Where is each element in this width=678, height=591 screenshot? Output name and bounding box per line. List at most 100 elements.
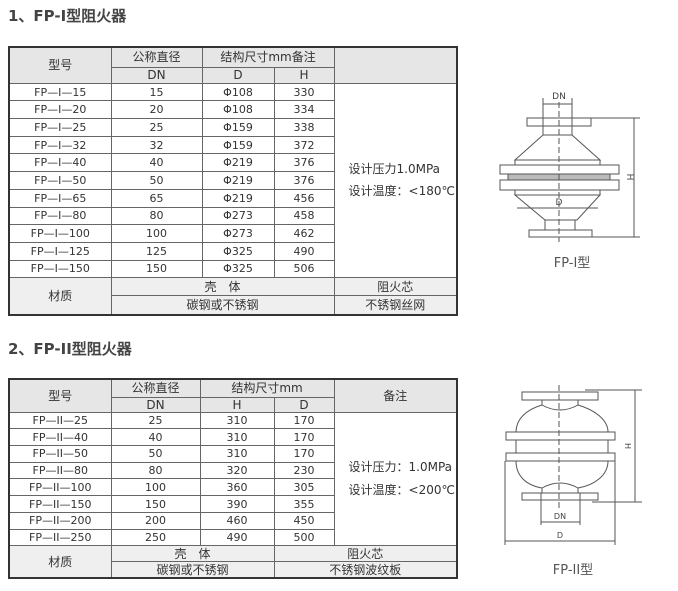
- cell-dn: 150: [110, 259, 203, 279]
- header-blank: [333, 46, 458, 84]
- cell-dim2: 334: [273, 100, 335, 120]
- lower-shell: [515, 460, 609, 493]
- lower-cone: [513, 194, 602, 221]
- fp-i-diagram: DN D H FP-I型: [499, 92, 640, 270]
- cell-dn: 200: [110, 511, 201, 530]
- cell-model: FP—II—200: [8, 511, 112, 530]
- cell-dim1: 390: [199, 495, 275, 513]
- cell-dim1: Φ159: [201, 118, 275, 137]
- cell-dn: 32: [110, 135, 203, 155]
- cell-model: FP—I—40: [8, 153, 112, 173]
- cell-dim1: Φ219: [201, 171, 275, 190]
- cell-model: FP—I—25: [8, 118, 112, 137]
- cell-dn: 80: [110, 461, 201, 480]
- header-dims: 结构尺寸mm备注: [201, 46, 335, 68]
- fp-ii-caption: FP-II型: [553, 563, 593, 578]
- cell-dim1: 310: [199, 411, 275, 430]
- cell-dim1: Φ273: [201, 206, 275, 226]
- cell-dn: 25: [110, 118, 203, 137]
- cell-dn: 50: [110, 445, 201, 463]
- header-dn-top: 公称直径: [110, 378, 201, 398]
- material-label: 材质: [8, 277, 112, 316]
- cell-dim2: 305: [273, 478, 335, 497]
- cell-dn: 80: [110, 206, 203, 226]
- cell-dn: 20: [110, 100, 203, 120]
- cell-dn: 125: [110, 241, 203, 261]
- cell-dim2: 456: [273, 188, 335, 208]
- design-temperature: 设计温度：<200℃: [348, 482, 455, 497]
- cell-dim2: 376: [273, 171, 335, 190]
- cell-model: FP—I—150: [8, 259, 112, 279]
- cell-dim1: 360: [199, 478, 275, 497]
- cell-model: FP—II—100: [8, 478, 112, 497]
- material-core-value: 不锈钢波纹板: [273, 561, 458, 579]
- section1-title: 1、FP-I型阻火器: [8, 7, 127, 25]
- header-dims: 结构尺寸mm: [199, 378, 335, 398]
- cell-dim1: 310: [199, 445, 275, 463]
- cell-dim2: 372: [273, 135, 335, 155]
- top-flange: [521, 391, 599, 401]
- cell-model: FP—I—80: [8, 206, 112, 226]
- bottom-neck: [544, 219, 576, 231]
- header-dn-top: 公称直径: [110, 46, 203, 68]
- header-dn: DN: [110, 66, 203, 84]
- cell-model: FP—I—50: [8, 171, 112, 190]
- cell-dim2: 490: [273, 241, 335, 261]
- header-remark: 备注: [333, 378, 458, 413]
- header-h: H: [199, 396, 275, 413]
- cell-dim1: 460: [199, 511, 275, 530]
- cell-dn: 100: [110, 224, 203, 243]
- fp-ii-diagram: DN D H FP-II型: [504, 385, 642, 578]
- cell-dn: 25: [110, 411, 201, 430]
- cell-dim1: 310: [199, 428, 275, 447]
- cell-dim1: Φ325: [201, 241, 275, 261]
- cell-model: FP—I—32: [8, 135, 112, 155]
- h-label: H: [623, 443, 632, 449]
- bottom-flange: [521, 492, 599, 501]
- cell-dim1: Φ108: [201, 100, 275, 120]
- cell-dim2: 355: [273, 495, 335, 513]
- material-core: 阻火芯: [333, 277, 458, 297]
- material-shell-value: 碳钢或不锈钢: [110, 561, 275, 579]
- cell-dim2: 338: [273, 118, 335, 137]
- cell-model: FP—II—250: [8, 528, 112, 547]
- lower-body-flange: [505, 452, 616, 462]
- header-model: 型号: [8, 378, 112, 413]
- cell-dn: 40: [110, 153, 203, 173]
- cell-dn: 50: [110, 171, 203, 190]
- cell-dim1: Φ273: [201, 224, 275, 243]
- h-label: H: [624, 174, 634, 181]
- cell-model: FP—I—20: [8, 100, 112, 120]
- cell-model: FP—II—150: [8, 495, 112, 513]
- material-label: 材质: [8, 545, 112, 579]
- top-neck: [542, 125, 573, 136]
- cell-model: FP—II—50: [8, 445, 112, 463]
- cell-model: FP—I—100: [8, 224, 112, 243]
- material-core: 阻火芯: [273, 545, 458, 563]
- cell-model: FP—I—125: [8, 241, 112, 261]
- cell-dim1: 320: [199, 461, 275, 480]
- cell-dim2: 462: [273, 224, 335, 243]
- cell-dn: 15: [110, 82, 203, 102]
- design-pressure: 设计压力1.0MPa: [348, 161, 441, 176]
- cell-dim1: Φ219: [201, 153, 275, 173]
- dn-label: DN: [554, 512, 566, 521]
- design-temperature: 设计温度：<180℃: [348, 184, 455, 199]
- cell-dim1: Φ219: [201, 188, 275, 208]
- header-h: H: [273, 66, 335, 84]
- cell-model: FP—II—40: [8, 428, 112, 447]
- cell-dim1: Φ325: [201, 259, 275, 279]
- design-pressure: 设计压力：1.0MPa: [348, 460, 453, 475]
- fp-i-caption: FP-I型: [554, 256, 591, 270]
